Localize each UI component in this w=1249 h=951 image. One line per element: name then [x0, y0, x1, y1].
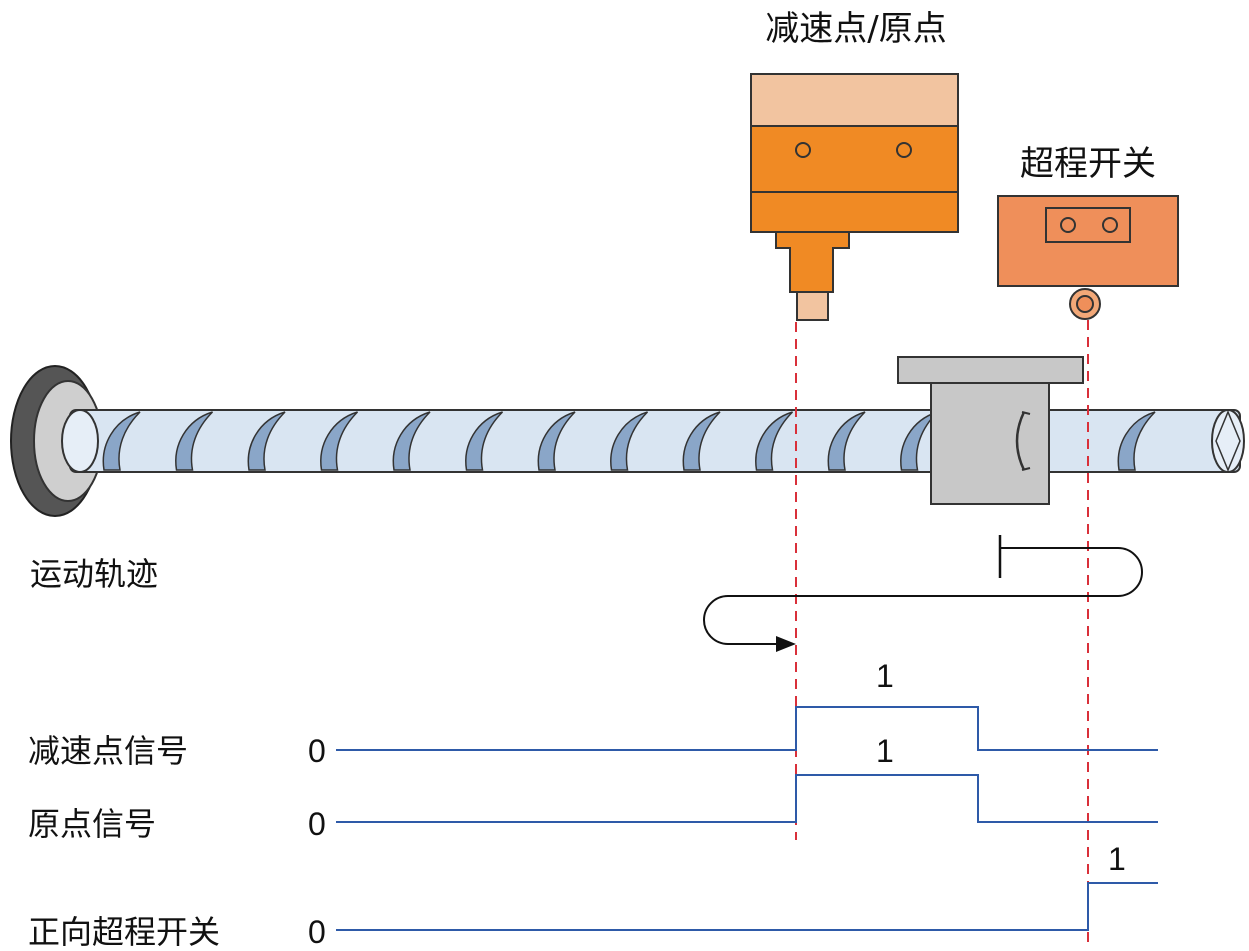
forward-overtravel-low: 0 — [308, 914, 326, 950]
screw-groove — [175, 411, 214, 471]
signal-decel: 减速点信号 0 1 — [28, 658, 1158, 770]
screw-groove — [682, 411, 721, 471]
forward-overtravel-label: 正向超程开关 — [28, 913, 220, 951]
screw-groove — [247, 411, 286, 471]
decel-signal-high: 1 — [876, 658, 894, 694]
signal-forward-overtravel: 正向超程开关 0 1 — [28, 841, 1158, 951]
decel-origin-switch — [750, 73, 959, 321]
screw-groove — [320, 411, 359, 471]
ball-screw — [61, 409, 1245, 473]
overtravel-switch — [997, 195, 1179, 320]
screw-hole-icon — [1060, 217, 1076, 233]
screw-groove — [465, 411, 504, 471]
screw-hole-icon — [795, 142, 811, 158]
screw-groove — [610, 411, 649, 471]
screw-groove — [392, 411, 431, 471]
switch-plunger — [796, 291, 829, 321]
motion-path — [703, 535, 1143, 652]
screw-groove — [537, 411, 576, 471]
screw-nut — [897, 356, 1084, 505]
screw-hole-icon — [896, 142, 912, 158]
decel-origin-switch-label: 减速点/原点 — [765, 9, 946, 49]
origin-signal-low: 0 — [308, 806, 326, 842]
origin-signal-high: 1 — [876, 733, 894, 769]
signal-origin: 原点信号 0 1 — [28, 733, 1158, 843]
screw-groove — [1117, 411, 1156, 471]
screw-groove — [102, 411, 141, 471]
screw-groove — [755, 411, 794, 471]
forward-overtravel-high: 1 — [1108, 841, 1126, 877]
overtravel-switch-label: 超程开关 — [1020, 144, 1156, 184]
origin-signal-label: 原点信号 — [28, 805, 156, 843]
arrow-right-icon — [776, 636, 796, 652]
screw-hole-icon — [1102, 217, 1118, 233]
screw-groove — [827, 411, 866, 471]
decel-signal-label: 减速点信号 — [28, 732, 188, 770]
decel-signal-low: 0 — [308, 733, 326, 769]
motion-path-label: 运动轨迹 — [30, 555, 158, 593]
